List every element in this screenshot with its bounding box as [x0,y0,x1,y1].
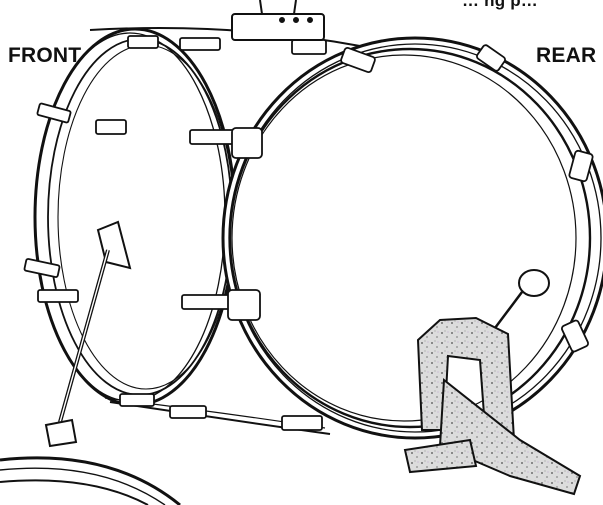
pedal-base [403,438,478,474]
spur-leg [44,220,132,448]
rear-label: REAR [536,44,597,67]
top-partial-label: … ng p… [462,0,538,10]
beater-head [518,269,550,297]
rear-lugs [181,39,594,431]
front-lugs [23,35,221,419]
front-hoop [33,27,237,407]
partial-drum [0,456,181,505]
tom-mount [231,0,325,41]
bass-drum-pedal [403,269,582,496]
rear-hoop [221,36,603,440]
front-label: FRONT [8,44,82,67]
